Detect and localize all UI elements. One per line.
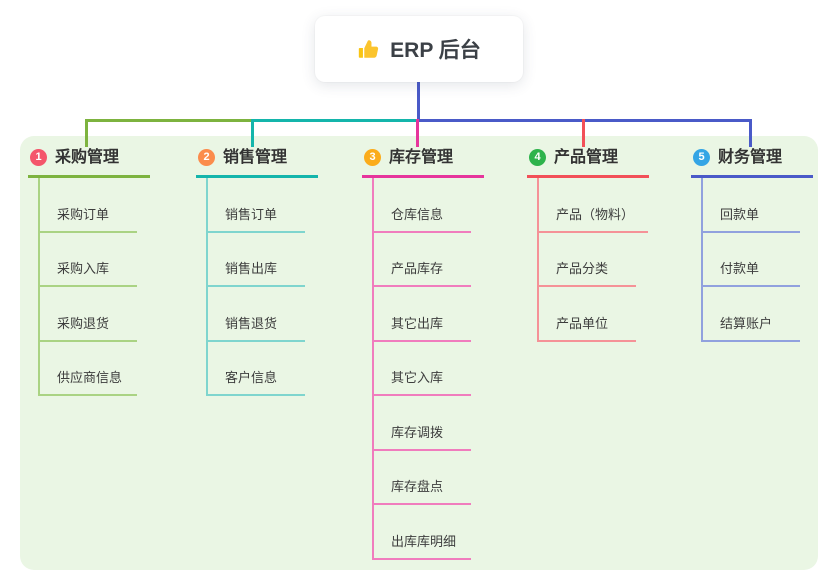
branch-title[interactable]: 2 销售管理 (196, 145, 318, 178)
child-node-label: 其它出库 (391, 315, 444, 331)
child-node[interactable]: 库存调拨 (374, 396, 471, 451)
branch-title[interactable]: 1 采购管理 (28, 145, 150, 178)
branch-children: 采购订单采购入库采购退货供应商信息 (38, 178, 150, 396)
child-node-label: 结算账户 (720, 315, 773, 331)
branch-stub-line (250, 119, 254, 147)
branch-1: 1 采购管理 采购订单采购入库采购退货供应商信息 (28, 145, 150, 396)
root-label: ERP 后台 (390, 39, 481, 62)
child-node-label: 产品单位 (556, 315, 609, 331)
thumbs-up-icon (357, 38, 380, 61)
branch-index-badge: 1 (30, 149, 47, 166)
branch-children: 回款单付款单结算账户 (701, 178, 813, 342)
child-node-label: 供应商信息 (57, 370, 123, 385)
child-node[interactable]: 产品单位 (539, 287, 636, 342)
branch-stub-line (581, 119, 585, 147)
child-node[interactable]: 结算账户 (703, 287, 800, 342)
child-node-label: 产品分类 (556, 261, 609, 276)
branch-children: 销售订单销售出库销售退货客户信息 (206, 178, 318, 396)
branch-stub-line (748, 119, 752, 147)
branches-panel (20, 136, 818, 570)
child-node-label: 客户信息 (225, 370, 278, 385)
branch-label: 销售管理 (223, 149, 288, 166)
branch-3: 3 库存管理 仓库信息产品库存其它出库其它入库库存调拨库存盘点出库库明细 (362, 145, 484, 560)
branch-children: 仓库信息产品库存其它出库其它入库库存调拨库存盘点出库库明细 (372, 178, 484, 560)
branch-title[interactable]: 4 产品管理 (527, 145, 649, 178)
child-node[interactable]: 采购订单 (40, 178, 137, 233)
bus-line-right (417, 119, 752, 122)
child-node[interactable]: 产品库存 (374, 233, 471, 287)
child-node[interactable]: 仓库信息 (374, 178, 471, 233)
branch-stub-line (416, 119, 419, 147)
child-node-label: 采购入库 (57, 261, 110, 276)
child-node[interactable]: 采购退货 (40, 287, 137, 342)
branch-2: 2 销售管理 销售订单销售出库销售退货客户信息 (196, 145, 318, 396)
child-node[interactable]: 销售退货 (208, 287, 305, 342)
child-node-label: 产品（物料） (556, 206, 635, 222)
branch-title[interactable]: 3 库存管理 (362, 145, 484, 178)
child-node[interactable]: 出库库明细 (374, 505, 471, 560)
child-node[interactable]: 其它入库 (374, 342, 471, 396)
child-node[interactable]: 其它出库 (374, 287, 471, 342)
branch-stub-line (85, 119, 88, 147)
child-node-label: 采购退货 (57, 315, 110, 331)
bus-line-middle (251, 119, 418, 122)
branch-label: 采购管理 (55, 149, 120, 166)
child-node-label: 销售订单 (225, 206, 278, 222)
bus-line-left (85, 119, 253, 122)
child-node-label: 库存盘点 (391, 479, 444, 494)
branch-index-badge: 3 (364, 149, 381, 166)
child-node[interactable]: 采购入库 (40, 233, 137, 287)
root-node[interactable]: ERP 后台 (315, 16, 523, 82)
branch-label: 库存管理 (389, 149, 454, 166)
child-node[interactable]: 回款单 (703, 178, 800, 233)
child-node[interactable]: 销售出库 (208, 233, 305, 287)
child-node-label: 采购订单 (57, 206, 110, 222)
child-node-label: 仓库信息 (391, 206, 444, 222)
child-node-label: 回款单 (720, 206, 760, 222)
child-node[interactable]: 产品（物料） (539, 178, 649, 233)
child-node[interactable]: 客户信息 (208, 342, 305, 396)
branch-index-badge: 4 (529, 149, 546, 166)
root-connector-line (417, 82, 420, 122)
child-node[interactable]: 供应商信息 (40, 342, 137, 396)
branch-title[interactable]: 5 财务管理 (691, 145, 813, 178)
child-node[interactable]: 销售订单 (208, 178, 305, 233)
branch-label: 财务管理 (718, 149, 783, 166)
branch-index-badge: 2 (198, 149, 215, 166)
child-node[interactable]: 库存盘点 (374, 451, 471, 505)
branch-children: 产品（物料） 产品分类产品单位 (537, 178, 649, 342)
child-node[interactable]: 产品分类 (539, 233, 636, 287)
child-node-label: 出库库明细 (391, 533, 457, 549)
child-node[interactable]: 付款单 (703, 233, 800, 287)
child-node-label: 其它入库 (391, 370, 444, 385)
branch-label: 产品管理 (554, 149, 619, 166)
branch-5: 5 财务管理 回款单付款单结算账户 (691, 145, 813, 342)
branch-4: 4 产品管理 产品（物料） 产品分类产品单位 (527, 145, 649, 342)
child-node-label: 产品库存 (391, 261, 444, 276)
child-node-label: 销售退货 (225, 315, 278, 331)
branch-index-badge: 5 (693, 149, 710, 166)
child-node-label: 销售出库 (225, 261, 278, 276)
child-node-label: 库存调拨 (391, 424, 444, 440)
child-node-label: 付款单 (720, 261, 760, 276)
